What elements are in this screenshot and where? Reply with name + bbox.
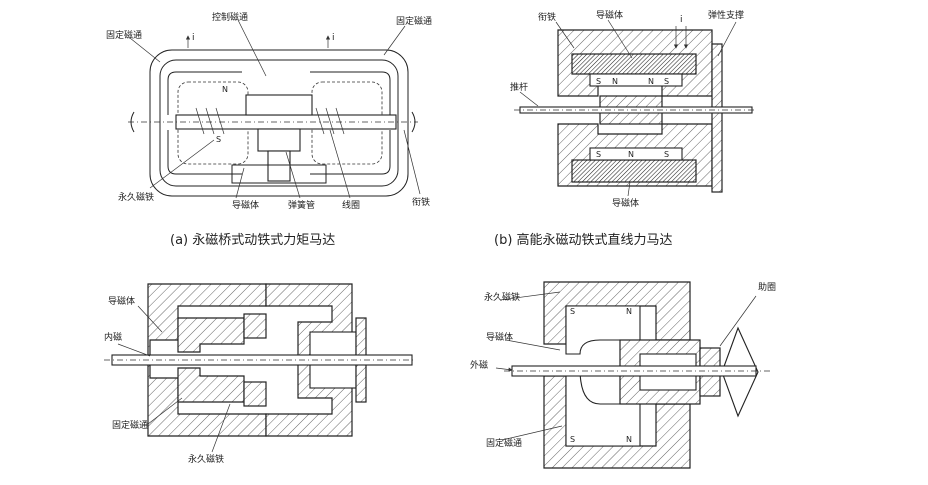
c-lead-conductor: [137, 305, 163, 333]
b-pole-n-top-1: N: [612, 77, 618, 86]
c-magnet-bottom: [177, 367, 245, 403]
d-pole-s-bottom: S: [570, 435, 575, 444]
a-coil-left-zig: [195, 107, 225, 135]
d-label-fixed: 固定磁通: [486, 437, 522, 449]
d-pole-s-top: S: [570, 307, 575, 316]
c-label-fixed: 固定磁通: [112, 419, 148, 431]
a-label-spring-tube: 弹簧管: [288, 199, 315, 211]
figure-b-linear-motor: S N N S S N S 衔铁 导磁体 i 弹性支撑 推杆 导磁体 (b) 高…: [494, 9, 756, 248]
a-right-loop-bottom: [310, 130, 391, 175]
d-pole-n-bottom: N: [626, 435, 632, 444]
a-label-magnetic-conductor: 导磁体: [232, 199, 259, 211]
figure-a-torque-motor: 固定磁通 控制磁通 固定磁通 i i N S 永久磁铁 导磁体 弹簧管 线圈 衔…: [106, 11, 432, 248]
a-pole-n: N: [222, 85, 228, 94]
a-label-fixed-right: 固定磁通: [396, 15, 432, 27]
b-pole-s-top: S: [596, 77, 601, 86]
c-label-inner: 内磁: [104, 331, 122, 343]
a-label-current-right: i: [332, 33, 335, 43]
d-lead-conductor: [505, 339, 561, 351]
a-left-loop-top: [167, 71, 242, 115]
a-center-block-top: [245, 94, 313, 116]
b-pole-s-top-2: S: [664, 77, 669, 86]
b-elastic-support: [711, 43, 723, 193]
a-lead-control: [237, 19, 267, 77]
b-lead-support: [717, 21, 737, 57]
b-coil-top: [571, 53, 697, 75]
a-pole-s: S: [216, 135, 221, 144]
c-label-pm: 永久磁铁: [188, 453, 224, 465]
a-label-fixed-left: 固定磁通: [106, 29, 142, 41]
b-lead-armature: [555, 21, 575, 49]
figure-c-inner-magnet: 导磁体 内磁 固定磁通 永久磁铁: [104, 283, 416, 465]
c-label-conductor: 导磁体: [108, 295, 135, 307]
figure-d-outer-magnet: S N S N 永久磁铁 助圈 导磁体 外磁 固定磁通: [470, 281, 776, 469]
d-pole-n-top: N: [626, 307, 632, 316]
c-lead-fixed: [147, 397, 183, 425]
a-rotation-left: [130, 111, 135, 133]
a-rotation-right: [411, 111, 416, 133]
b-label-current: i: [680, 15, 683, 25]
a-coil-right-zig: [315, 107, 345, 135]
d-label-helper: 助圈: [758, 281, 776, 293]
d-label-conductor: 导磁体: [486, 331, 513, 343]
a-outer-frame: [149, 49, 409, 197]
a-lead-fixed-left: [129, 37, 161, 63]
b-lead-conductor-bottom: [627, 181, 631, 197]
caption-a: (a) 永磁桥式动铁式力矩马达: [170, 233, 335, 248]
a-bottom-conductor: [231, 164, 327, 184]
b-pole-s-bottom: S: [596, 150, 601, 159]
a-inner-frame: [159, 59, 399, 187]
a-left-loop-bottom: [167, 130, 242, 175]
b-label-conductor-top: 导磁体: [596, 9, 623, 21]
a-label-current-left: i: [192, 33, 195, 43]
d-lead-fixed: [501, 425, 563, 441]
b-magnet-bottom: [589, 147, 683, 161]
c-core-top: [243, 313, 267, 339]
d-lead-helper: [719, 295, 757, 347]
a-label-control-flux: 控制磁通: [212, 11, 248, 23]
b-label-conductor-bottom: 导磁体: [612, 197, 639, 209]
b-magnet-top: [589, 73, 683, 87]
a-right-loop-top: [310, 71, 391, 115]
a-lead-spring: [285, 151, 301, 199]
c-lead-inner: [117, 343, 151, 357]
b-label-elastic-support: 弹性支撑: [708, 9, 744, 21]
a-lead-fixed-right: [383, 25, 406, 56]
b-pole-n-bottom: N: [628, 150, 634, 159]
b-pole-n-top-2: N: [648, 77, 654, 86]
d-lead-pm: [499, 291, 561, 301]
d-lead-outer: [495, 367, 513, 372]
b-lead-rod: [519, 91, 539, 107]
a-lead-coil: [329, 129, 351, 199]
a-label-coil: 线圈: [342, 199, 360, 211]
b-pole-s-bottom-2: S: [664, 150, 669, 159]
b-label-armature: 衔铁: [538, 11, 556, 23]
b-lead-conductor-top: [607, 19, 633, 59]
a-lead-armature: [403, 129, 421, 195]
c-lead-pm: [211, 403, 231, 453]
c-magnet-top: [177, 317, 245, 353]
a-lead-conductor: [235, 167, 245, 199]
a-center-block-bottom: [257, 128, 301, 152]
b-coil-bottom: [571, 159, 697, 183]
d-label-pm: 永久磁铁: [484, 291, 520, 303]
b-label-push-rod: 推杆: [510, 81, 528, 93]
caption-b: (b) 高能永磁动铁式直线力马达: [494, 232, 673, 248]
d-body: [543, 281, 691, 345]
a-lead-pm: [149, 139, 215, 189]
d-label-outer: 外磁: [470, 359, 488, 371]
a-label-armature: 衔铁: [412, 196, 430, 208]
a-label-permanent-magnet: 永久磁铁: [118, 191, 154, 203]
c-core-bottom: [243, 381, 267, 407]
